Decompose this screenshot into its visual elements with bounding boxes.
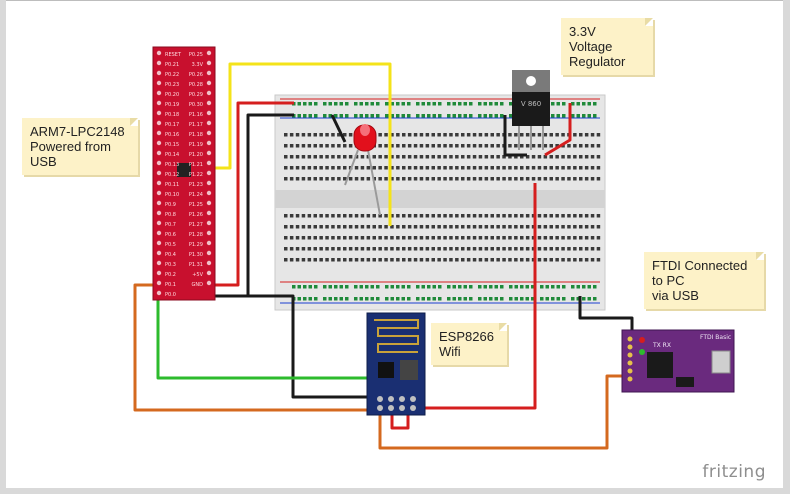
breadboard: [274, 94, 606, 311]
voltage-regulator-icon: V 860: [512, 70, 550, 150]
note-regulator: 3.3V Voltage Regulator: [561, 18, 653, 75]
lpc-pin-label: P1.19: [189, 142, 203, 148]
ftdi-title: FTDI Basic: [700, 334, 731, 341]
lpc-pin-label: P0.1: [165, 282, 176, 288]
regulator-marking: V 860: [521, 100, 541, 108]
note-ftdi: FTDI Connected to PC via USB: [644, 252, 764, 309]
wire-black-ftdi: [578, 296, 634, 335]
lpc-pin-label: P0.16: [165, 132, 179, 138]
lpc-pin-label: P0.26: [189, 72, 203, 78]
wire-red-loop: [390, 408, 410, 430]
lpc-pin-label: P0.29: [189, 92, 203, 98]
lpc-pin-label: 3.3V: [192, 62, 204, 68]
lpc-pin-label: P0.22: [165, 72, 179, 78]
fritzing-logo: fritzing: [702, 462, 766, 482]
wire-black-reg: [503, 115, 527, 157]
lpc-pin-label: P1.27: [189, 222, 203, 228]
lpc-pin-label: P0.11: [165, 182, 179, 188]
lpc-pin-label: P1.29: [189, 242, 203, 248]
lpc-pin-label: P1.22: [189, 172, 203, 178]
lpc-pin-label: P1.26: [189, 212, 203, 218]
lpc-pin-label: P0.10: [165, 192, 179, 198]
lpc-pin-label: P0.13: [165, 162, 179, 168]
lpc-pin-label: P0.0: [165, 292, 176, 298]
lpc-pin-label: P1.21: [189, 162, 203, 168]
lpc-pin-label: P1.23: [189, 182, 203, 188]
ftdi-txrx: TX RX: [652, 342, 671, 349]
wire-yellow: [214, 62, 392, 226]
lpc-pin-label: P1.28: [189, 232, 203, 238]
led-icon: [344, 124, 381, 216]
wire-red-reg: [544, 103, 572, 157]
lpc-pin-label: P0.17: [165, 122, 179, 128]
wire-black-gnd2: [214, 294, 380, 399]
wire-black-led: [330, 114, 347, 143]
esp8266-module-icon: [366, 312, 426, 416]
wire-green: [156, 296, 380, 380]
note-esp: ESP8266 Wifi: [431, 323, 507, 365]
note-arm: ARM7-LPC2148 Powered from USB: [22, 118, 138, 175]
lpc-pin-label: P0.28: [189, 82, 203, 88]
lpc-pin-label: P1.17: [189, 122, 203, 128]
lpc-pin-label: P1.30: [189, 252, 203, 258]
lpc-pin-label: P0.23: [165, 82, 179, 88]
lpc-pin-label: P0.30: [189, 102, 203, 108]
lpc-pin-label: P1.18: [189, 132, 203, 138]
lpc-pin-label: P1.31: [189, 262, 203, 268]
lpc-pin-label: P0.18: [165, 112, 179, 118]
lpc-pin-label: P0.20: [165, 92, 179, 98]
lpc-pin-label: +5V: [192, 272, 203, 278]
lpc-pin-label: P0.8: [165, 212, 176, 218]
lpc-pin-label: P0.2: [165, 272, 176, 278]
lpc-pin-label: P0.19: [165, 102, 179, 108]
lpc-pin-label: P0.15: [165, 142, 179, 148]
wire-red-5v: [214, 101, 294, 287]
lpc-pin-label: P0.25: [189, 52, 203, 58]
lpc-pin-label: P0.12: [165, 172, 179, 178]
lpc-pin-label: RESET: [165, 52, 182, 58]
lpc-pin-label: P0.6: [165, 232, 176, 238]
ftdi-basic-icon: FTDI Basic TX RX: [621, 329, 735, 393]
lpc-pin-label: P0.7: [165, 222, 176, 228]
lpc-pin-label: P1.24: [189, 192, 203, 198]
wire-red-3v3: [412, 183, 537, 410]
lpc-pin-label: P0.4: [165, 252, 176, 258]
usb-connector-icon: [711, 350, 731, 374]
lpc-pin-label: P0.21: [165, 62, 179, 68]
wire-orange-1: [133, 283, 380, 412]
lpc-pin-label: P0.3: [165, 262, 176, 268]
lpc-pin-label: P1.20: [189, 152, 203, 158]
lpc-pin-label: P1.25: [189, 202, 203, 208]
lpc-pin-label: P0.5: [165, 242, 176, 248]
lpc-pin-label: P0.9: [165, 202, 176, 208]
lpc-pin-label: GND: [192, 282, 204, 288]
lpc-pin-label: P1.16: [189, 112, 203, 118]
lpc-pin-label: P0.14: [165, 152, 179, 158]
wire-orange-2: [378, 374, 632, 450]
lpc2148-board: RESET P0.21P0.22P0.23P0.20P0.19P0.18P0.17…: [152, 46, 216, 301]
